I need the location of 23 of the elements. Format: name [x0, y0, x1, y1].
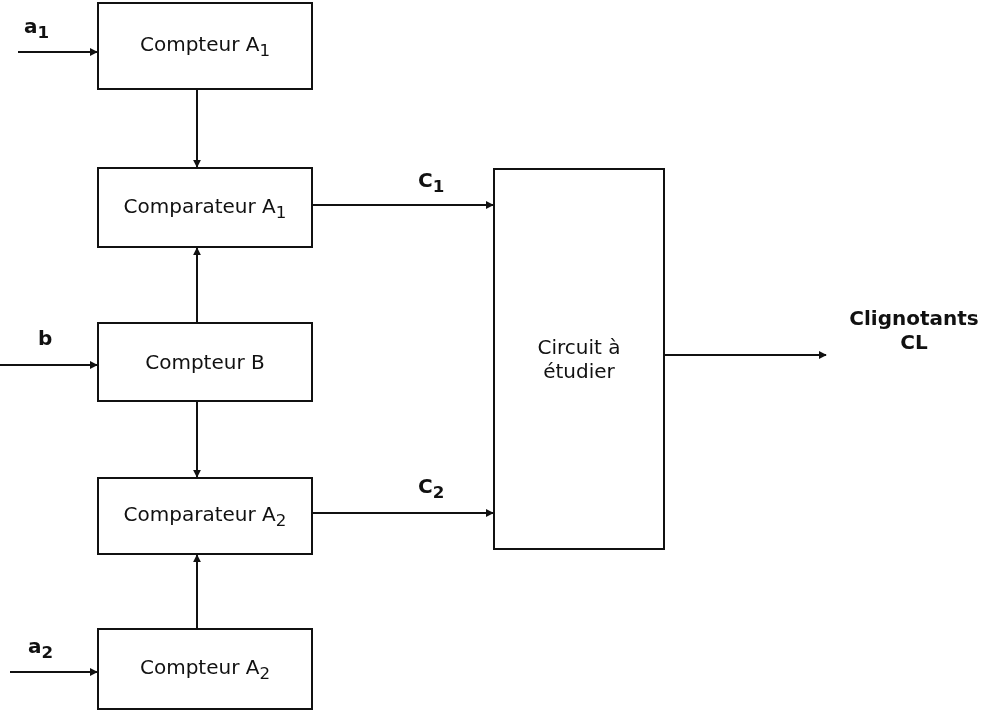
block-box	[97, 322, 313, 402]
block-box	[97, 2, 313, 90]
arrow	[0, 361, 98, 369]
block-label: Compteur B	[144, 349, 266, 376]
arrow	[9, 668, 98, 676]
arrow	[193, 554, 201, 629]
block-box	[97, 628, 313, 710]
block-label: Compteur A$_{1}$	[138, 31, 272, 62]
arrow	[17, 48, 98, 56]
block-label: Circuit à étudier	[536, 334, 622, 385]
block-label: Comparateur A$_{2}$	[122, 501, 288, 532]
output-label: Clignotants CL	[848, 305, 980, 356]
arrow	[312, 509, 494, 517]
block-box	[97, 477, 313, 555]
block-label: Compteur A$_{2}$	[138, 654, 272, 685]
block-box	[493, 168, 665, 550]
arrow	[664, 351, 827, 359]
arrow	[193, 89, 201, 168]
block-label: Comparateur A$_{1}$	[122, 192, 288, 224]
block-box	[97, 167, 313, 248]
arrow	[312, 201, 494, 209]
arrow	[193, 401, 201, 478]
arrow	[193, 247, 201, 323]
